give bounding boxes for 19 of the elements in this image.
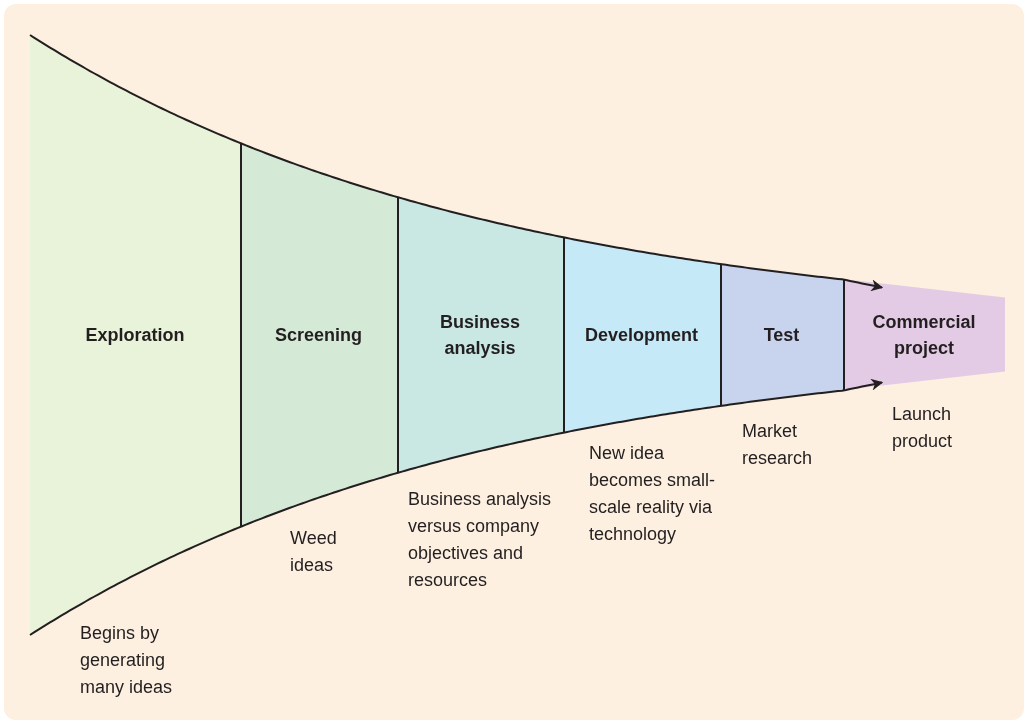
stage-description: Begins by generating many ideas [80,622,174,699]
stage-label: Test [763,324,800,347]
stage-description: Business analysis versus company objectives and resources [408,488,553,592]
funnel-stage [720,264,843,406]
stage-description: New idea becomes small-scale reality via technology [589,442,717,546]
stage-description: Launch product [892,403,954,453]
funnel-arrow [29,378,884,636]
stage-label: Screening [275,324,362,347]
funnel-stage [397,196,563,473]
stage-description: Weed ideas [290,527,338,577]
funnel-stage [843,279,1005,391]
stage-description: Market research [742,420,814,470]
stage-label: Commercial project [871,311,977,360]
stage-label: Exploration [85,324,185,347]
funnel-arrow [29,34,884,292]
stage-label: Development [585,324,698,347]
funnel-stage [563,237,720,433]
stage-label: Business analysis [438,311,521,360]
funnel-stage [240,142,397,527]
